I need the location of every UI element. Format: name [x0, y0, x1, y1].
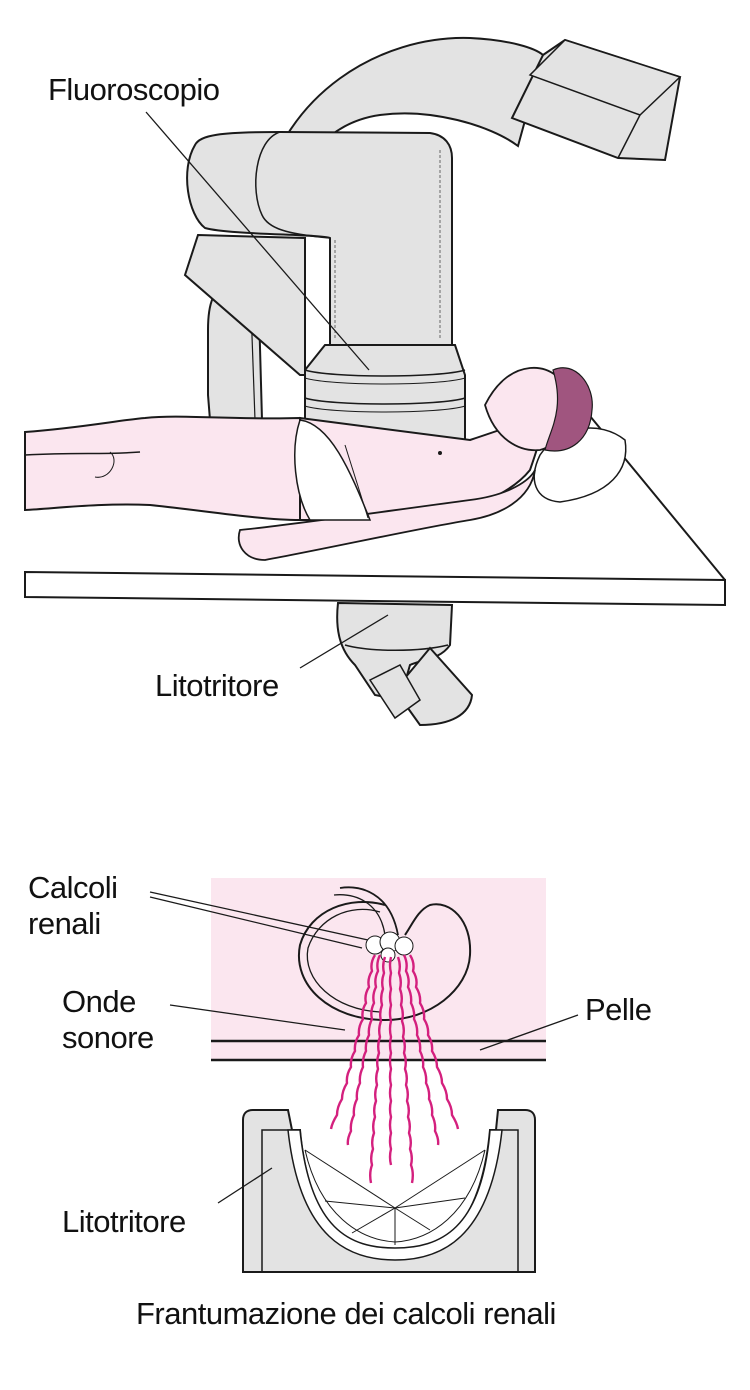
lithotripter-bottom-leader-line [217, 1167, 273, 1204]
top-panel [24, 36, 726, 727]
label-kidney-stones: Calcoli renali [28, 870, 118, 941]
kidney-stones-leader-line-1 [149, 891, 369, 941]
label-lithotripter-top: Litotritore [155, 668, 279, 703]
label-skin: Pelle [585, 992, 652, 1027]
label-sound-waves: Onde sonore [62, 984, 154, 1055]
fluoroscope-leader-line [145, 111, 370, 371]
label-lithotripter-bottom: Litotritore [62, 1204, 186, 1239]
label-fluoroscope: Fluoroscopio [48, 72, 220, 107]
figure-caption: Frantumazione dei calcoli renali [136, 1296, 556, 1331]
lithotripter-dish [242, 1109, 536, 1273]
patient [24, 367, 593, 561]
patient-hair [544, 367, 593, 452]
sound-waves [329, 954, 460, 1184]
kidney-stones-leader-line-2 [149, 896, 363, 949]
bottom-panel [149, 878, 579, 1273]
skin-leader-line [479, 1014, 579, 1051]
lithotripter-top-leader-line [299, 614, 389, 669]
fluoroscope-c-arm [260, 36, 682, 201]
fluoroscope-head [186, 130, 453, 346]
lithotripter-under-table [336, 601, 474, 727]
sound-waves-leader-line [169, 1004, 346, 1031]
